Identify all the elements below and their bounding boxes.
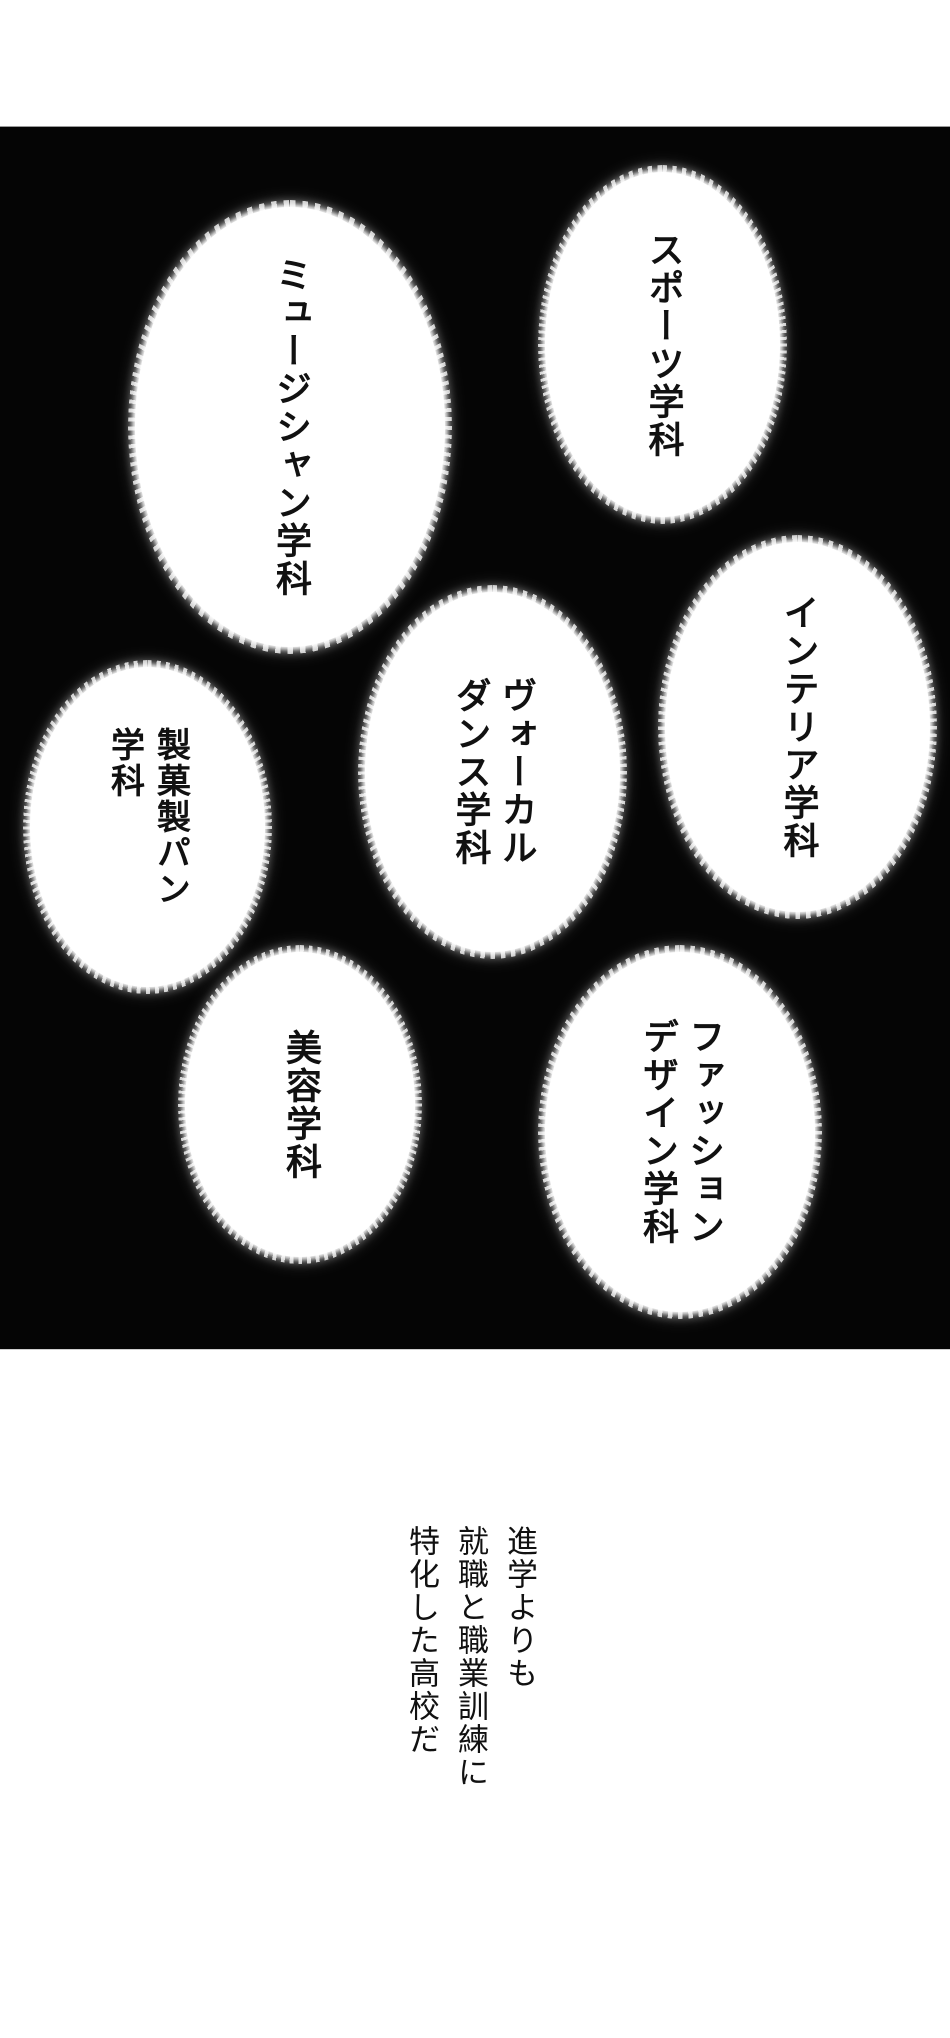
speech-bubble-confectionery-bakery: 製菓製パン 学科 <box>30 667 265 987</box>
narration-caption: 進学よりも 就職と職業訓練に 特化した高校だ <box>403 1525 537 1789</box>
bubble-text-line: スポーツ学科 <box>642 230 684 459</box>
bubble-text-line: ヴォーカル <box>495 677 537 867</box>
caption-line: 就職と職業訓練に <box>452 1525 488 1789</box>
bubble-text-line: 美容学科 <box>280 1028 321 1181</box>
speech-bubble-sports: スポーツ学科 <box>545 172 780 517</box>
speech-bubble-musician: ミュージシャン学科 <box>135 207 445 647</box>
bubble-text-line: 学科 <box>104 727 145 799</box>
speech-bubble-beauty: 美容学科 <box>185 952 415 1257</box>
comic-panel-departments: ミュージシャン学科 スポーツ学科 インテリア学科 ヴォーカル ダンス学科 製菓製… <box>0 126 950 1350</box>
bubble-text-line: ミュージシャン学科 <box>270 256 311 598</box>
caption-line: 特化した高校だ <box>403 1525 439 1756</box>
caption-line: 進学よりも <box>501 1525 537 1690</box>
bubble-text-line: インテリア学科 <box>777 594 819 860</box>
bubble-text-line: 製菓製パン <box>150 727 191 907</box>
bubble-text-line: デザイン学科 <box>637 1018 678 1246</box>
speech-bubble-interior: インテリア学科 <box>665 542 930 912</box>
bubble-text-line: ファッション <box>683 1018 724 1246</box>
bubble-text-line: ダンス学科 <box>449 677 491 867</box>
speech-bubble-vocal-dance: ヴォーカル ダンス学科 <box>365 592 620 952</box>
speech-bubble-fashion-design: ファッション デザイン学科 <box>545 952 815 1312</box>
